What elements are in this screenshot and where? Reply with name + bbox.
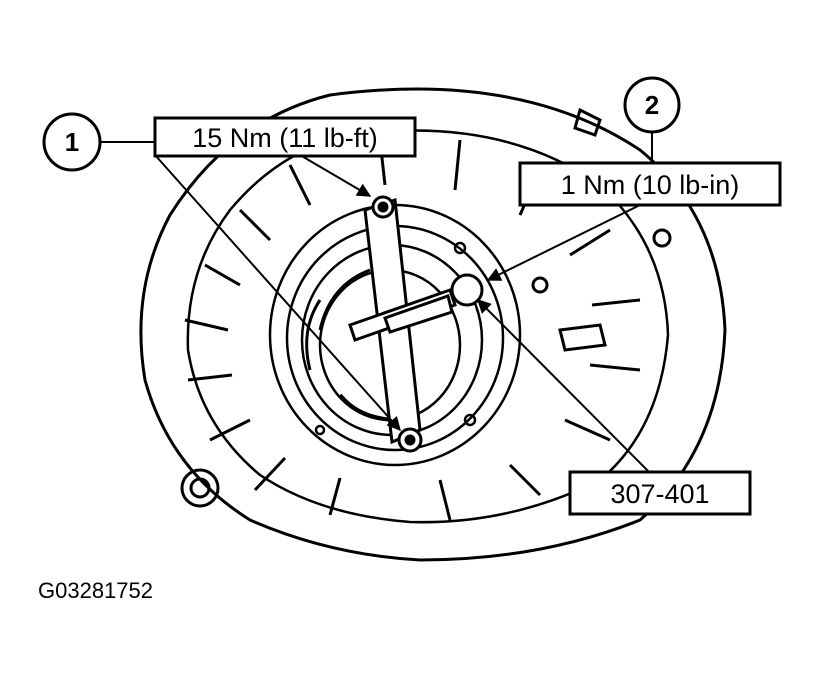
callout-1-box bbox=[153, 116, 417, 158]
callout-2-torque: 1 Nm (10 lb-in) bbox=[561, 170, 740, 200]
leader-lines bbox=[100, 130, 656, 479]
tool-number: 307-401 bbox=[610, 479, 709, 509]
callout-1-circle bbox=[42, 112, 102, 172]
tool-callout-box bbox=[568, 470, 752, 516]
callout-1-torque: 15 Nm (11 lb-ft) bbox=[192, 123, 378, 153]
callout-1: 1 15 Nm (11 lb-ft) bbox=[42, 112, 417, 172]
tool-callout: 307-401 bbox=[568, 470, 752, 516]
callout-2-circle bbox=[623, 76, 681, 134]
figure-id: G03281752 bbox=[38, 578, 153, 603]
callout-2-number: 2 bbox=[645, 90, 659, 120]
callout-2-box bbox=[518, 161, 782, 207]
callout-1-number: 1 bbox=[65, 127, 79, 157]
tool-shaft bbox=[348, 273, 484, 342]
callout-2: 2 1 Nm (10 lb-in) bbox=[518, 76, 782, 207]
adjuster-screw-icon bbox=[450, 273, 484, 307]
